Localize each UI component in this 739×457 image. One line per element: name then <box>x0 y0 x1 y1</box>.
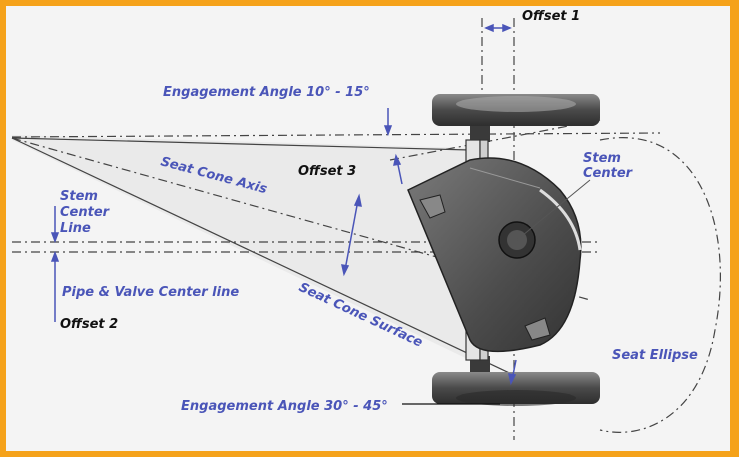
valve-top-flange <box>432 94 600 142</box>
seat-cone-surface-line <box>11 137 521 379</box>
seat-cone-shade <box>12 135 480 365</box>
diagram-canvas: Offset 1 Engagement Angle 10° - 15° Seat… <box>6 6 730 451</box>
label-offset1: Offset 1 <box>522 9 580 24</box>
stem-center-leader <box>516 179 591 241</box>
label-engagement-top: Engagement Angle 10° - 15° <box>163 85 370 100</box>
label-stem-center-line-1: Stem <box>60 189 98 204</box>
label-stem-center-2: Center <box>583 166 634 181</box>
label-seat-ellipse: Seat Ellipse <box>612 348 698 363</box>
label-offset2: Offset 2 <box>60 317 118 332</box>
label-engagement-bottom: Engagement Angle 30° - 45° <box>181 399 388 414</box>
label-stem-center-line-3: Line <box>60 221 91 236</box>
valve-diagram: Offset 1 Engagement Angle 10° - 15° Seat… <box>11 9 721 440</box>
label-stem-center-line-2: Center <box>60 205 111 220</box>
label-offset3: Offset 3 <box>298 164 356 179</box>
seat-ellipse <box>599 137 721 433</box>
valve-bottom-flange <box>432 356 600 406</box>
upper-cone-line <box>11 137 471 151</box>
label-stem-center-1: Stem <box>583 151 621 166</box>
offset3-line <box>389 119 601 161</box>
top-cone-line <box>11 132 661 138</box>
dimension-arrows <box>50 23 517 386</box>
valve-disc <box>407 157 582 353</box>
label-pipe-center-line: Pipe & Valve Center line <box>62 285 239 300</box>
